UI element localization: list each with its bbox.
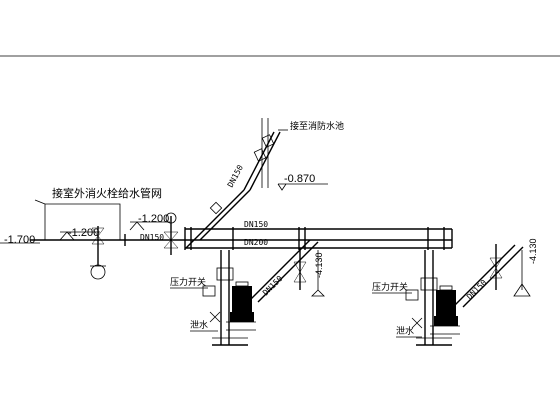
label-outdoor-hydrant: 接室外消火栓给水管网 [52,186,162,200]
elevation-pump1-suction: -4.130 [314,252,324,278]
label-pressure-switch-2: 压力开关 [372,281,408,293]
elevation-marker-pump1 [311,250,325,297]
outdoor-hydrant-connection [34,199,121,240]
pipe-size-label-b: DN200 [244,238,268,247]
elevation-left-edge: -1.700 [4,234,35,246]
elevation-marker-main-a [59,231,100,241]
elevation-main-a: -1.200 [68,227,99,239]
pipe-size-label-riser: DN150 [226,163,245,189]
elevation-main-b: -1.200 [138,213,169,225]
pump-2-suction-pipe [454,244,524,308]
label-pressure-switch-1: 压力开关 [170,276,206,288]
elevation-pump2-suction: -4.130 [528,238,538,264]
pump-2-assembly [405,250,460,346]
gate-valve-middle [163,212,179,255]
pipe-flanges [124,227,445,250]
label-drain-1: 泄水 [190,319,208,331]
elevation-marker-pump2 [513,250,531,297]
elevation-marker-main-b [129,221,170,231]
pump-1-assembly [202,250,256,346]
drain-valves [209,311,423,329]
elevation-marker-tank [277,183,328,191]
main-header-pipe [30,228,453,249]
label-drain-2: 泄水 [396,325,414,337]
label-fire-tank: 接至消防水池 [290,120,344,132]
check-valve-left [90,226,106,280]
pipe-size-label-pump2: DN150 [465,278,489,302]
elevation-tank-outlet: -0.870 [284,173,315,185]
pipe-size-label-a: DN150 [244,220,268,229]
riser-to-fire-tank [185,131,281,249]
tank-connection-leader [261,118,288,188]
pump-1-suction-pipe [249,239,319,303]
pipe-size-label-c: DN150 [140,233,164,242]
